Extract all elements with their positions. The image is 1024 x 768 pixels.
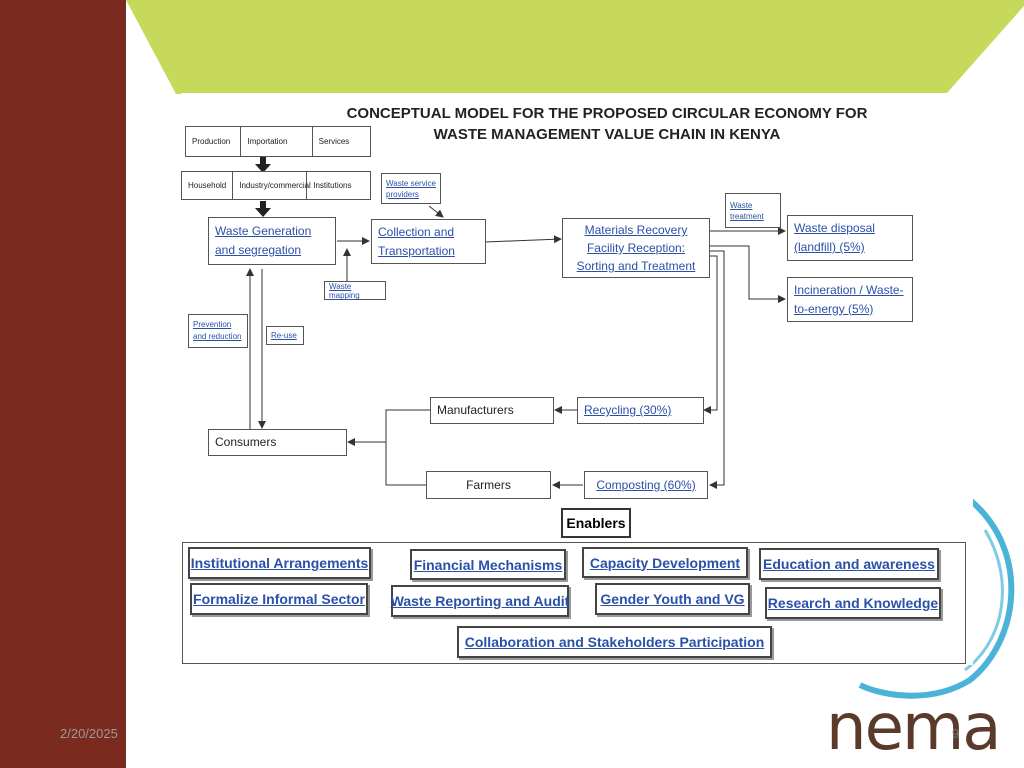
source-production: Production: [186, 127, 242, 156]
label-prevention: Prevention and reduction: [188, 314, 248, 348]
node-collection: Collection and Transportation: [371, 219, 486, 264]
enabler-collaboration: Collaboration and Stakeholders Participa…: [457, 626, 772, 658]
node-incineration: Incineration / Waste-to-energy (5%): [787, 277, 913, 322]
logo-swoosh-icon: [858, 497, 1015, 699]
source-importation: Importation: [241, 127, 313, 156]
enabler-waste-reporting-audit: Waste Reporting and Audit: [391, 585, 569, 617]
circular-economy-diagram: CONCEPTUAL MODEL FOR THE PROPOSED CIRCUL…: [181, 93, 973, 665]
node-waste-disposal: Waste disposal (landfill) (5%): [787, 215, 913, 261]
generator-institutions: Institutions: [313, 181, 352, 190]
enabler-formalize-informal-sector: Formalize Informal Sector: [190, 583, 368, 615]
diagram-arrows: [246, 156, 786, 489]
slide-banner: [126, 0, 1024, 94]
node-mrf: Materials Recovery Facility Reception: S…: [562, 218, 710, 278]
slide-date: 2/20/2025: [60, 726, 118, 741]
node-recycling: Recycling (30%): [577, 397, 704, 424]
enabler-education-awareness: Education and awareness: [759, 548, 939, 580]
enabler-gender-youth-vg: Gender Youth and VG: [595, 583, 750, 615]
diagram-title-line2: WASTE MANAGEMENT VALUE CHAIN IN KENYA: [433, 126, 781, 143]
slide-page-number: 9: [952, 726, 960, 741]
node-farmers: Farmers: [426, 471, 551, 499]
node-waste-generation: Waste Generation and segregation: [208, 217, 336, 265]
label-waste-treatment: Waste treatment: [725, 193, 781, 228]
enabler-research-knowledge: Research and Knowledge: [765, 587, 941, 619]
enablers-title: Enablers: [561, 508, 631, 538]
node-composting: Composting (60%): [584, 471, 708, 499]
generators-row: Household Industry/commercial Institutio…: [181, 171, 371, 200]
enabler-financial-mechanisms: Financial Mechanisms: [410, 549, 566, 580]
diagram-title-line1: CONCEPTUAL MODEL FOR THE PROPOSED CIRCUL…: [346, 105, 868, 122]
node-consumers: Consumers: [208, 429, 347, 456]
label-waste-mapping: Waste mapping: [324, 281, 386, 300]
label-reuse: Re-use: [266, 326, 304, 345]
label-waste-service-providers: Waste service providers: [381, 173, 441, 204]
sources-row: Production Importation Services: [185, 126, 371, 157]
nema-logo: nema: [826, 691, 1001, 765]
node-manufacturers: Manufacturers: [430, 397, 554, 424]
enablers-frame: [182, 542, 966, 664]
enabler-capacity-development: Capacity Development: [582, 547, 748, 578]
slide-sidebar: [0, 0, 126, 768]
generator-household: Household: [182, 172, 234, 199]
diagram-title: CONCEPTUAL MODEL FOR THE PROPOSED CIRCUL…: [181, 103, 973, 145]
source-services: Services: [318, 137, 350, 146]
enabler-institutional-arrangements: Institutional Arrangements: [188, 547, 371, 579]
generator-industry: Industry/commercial: [233, 172, 311, 199]
